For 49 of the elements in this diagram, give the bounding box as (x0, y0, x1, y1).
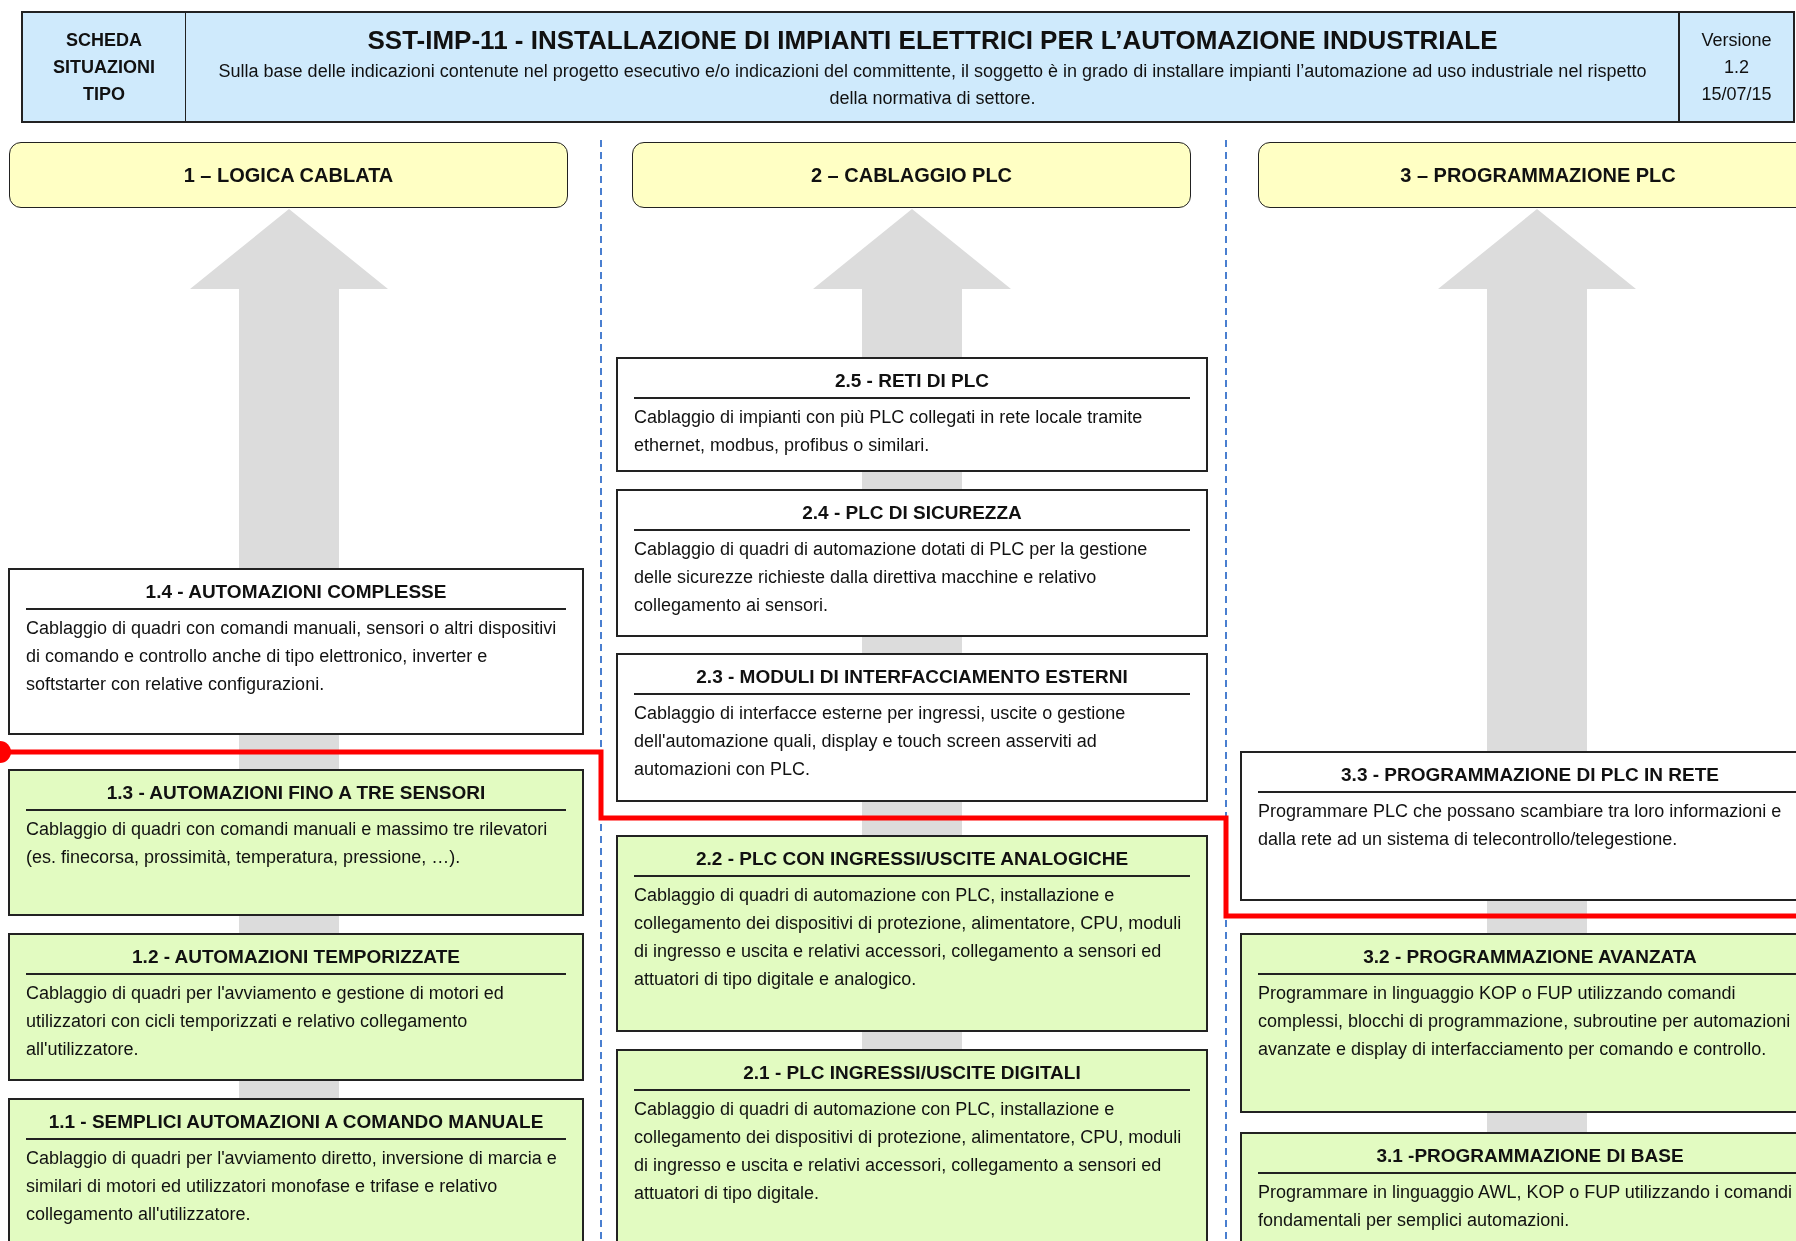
level-title: 1.4 - AUTOMAZIONI COMPLESSE (26, 578, 566, 610)
sheet-title: SST-IMP-11 - INSTALLAZIONE DI IMPIANTI ELETTRICI PER L’AUTOMAZIONE INDUSTRIALE (367, 24, 1498, 57)
level-title: 3.3 - PROGRAMMAZIONE DI PLC IN RETE (1258, 761, 1796, 793)
level-box (616, 835, 1208, 1032)
level-title: 2.3 - MODULI DI INTERFACCIAMENTO ESTERNI (634, 663, 1190, 695)
column-header-box (632, 142, 1191, 208)
level-title: 3.2 - PROGRAMMAZIONE AVANZATA (1258, 943, 1796, 975)
column-title: 3 – PROGRAMMAZIONE PLC (1400, 163, 1676, 188)
column-header-box (9, 142, 568, 208)
level-box (616, 1049, 1208, 1241)
level-title: 2.1 - PLC INGRESSI/USCITE DIGITALI (634, 1059, 1190, 1091)
level-description: Cablaggio di quadri di automazione dotati di PLC per la gestione delle sicurezze richieste dalla direttiva macchine e relativo collegamento ai sensori. (634, 538, 1149, 617)
level-title: 1.1 - SEMPLICI AUTOMAZIONI A COMANDO MANUALE (26, 1108, 566, 1140)
level-description: Programmare PLC che possano scambiare tra loro informazioni e dalla rete ad un sistema di telecontrollo/telegestione. (1258, 800, 1783, 851)
level-box (8, 568, 584, 735)
header-cell (21, 11, 187, 123)
level-title: 1.2 - AUTOMAZIONI TEMPORIZZATE (26, 943, 566, 975)
level-box (8, 769, 584, 916)
level-description: Cablaggio di quadri di automazione con PLC, installazione e collegamento dei dispositivi di protezione, alimentatore, CPU, moduli di ingresso e uscita e relativi accessori, collegamento a sensori ed attuatori di tipo digitale. (634, 1098, 1183, 1205)
level-description: Cablaggio di quadri per l'avviamento diretto, inversione di marcia e similari di motori ed utilizzatori monofase e trifase e relativo collegamento all'utilizzatore. (26, 1147, 558, 1226)
header-title-cell (186, 11, 1679, 123)
level-description: Cablaggio di quadri con comandi manuali, sensori o altri dispositivi di comando e controllo anche di tipo elettronico, inverter e softstarter con relative configurazioni. (26, 617, 558, 696)
level-description: Cablaggio di interfacce esterne per ingressi, uscite o gestione dell'automazione quali, display e touch screen asserviti ad automazioni con PLC. (634, 702, 1127, 781)
header-cell (1678, 11, 1795, 123)
level-box (8, 933, 584, 1081)
level-box (1240, 751, 1796, 901)
level-box (616, 653, 1208, 802)
level-description: Cablaggio di quadri per l'avviamento e gestione di motori ed utilizzatori con cicli temporizzati e relativo collegamento all'utilizzatore. (26, 982, 505, 1061)
level-box (1240, 1132, 1796, 1241)
level-title: 2.4 - PLC DI SICUREZZA (634, 499, 1190, 531)
level-description: Cablaggio di quadri di automazione con PLC, installazione e collegamento dei dispositivi di protezione, alimentatore, CPU, moduli di ingresso e uscita e relativi accessori, collegamento a sensori ed attuatori di tipo digitale e analogico. (634, 884, 1183, 991)
level-box (616, 357, 1208, 472)
level-description: Cablaggio di impianti con più PLC collegati in rete locale tramite ethernet, modbus, profibus o similari. (634, 406, 1144, 457)
level-title: 1.3 - AUTOMAZIONI FINO A TRE SENSORI (26, 779, 566, 811)
level-box (1240, 933, 1796, 1113)
version-label: Versione 1.2 15/07/15 (1700, 28, 1773, 106)
column-title: 1 – LOGICA CABLATA (183, 163, 394, 188)
level-description: Programmare in linguaggio KOP o FUP utilizzando comandi complessi, blocchi di programmazione, subroutine per automazioni avanzate e display di interfacciamento per comando e controllo. (1258, 982, 1792, 1061)
sheet-type-label: SCHEDA SITUAZIONI TIPO (52, 28, 156, 106)
level-box (8, 1098, 584, 1241)
level-title: 3.1 -PROGRAMMAZIONE DI BASE (1258, 1142, 1796, 1174)
level-title: 2.2 - PLC CON INGRESSI/USCITE ANALOGICHE (634, 845, 1190, 877)
level-title: 2.5 - RETI DI PLC (634, 367, 1190, 399)
level-description: Programmare in linguaggio AWL, KOP o FUP utilizzando i comandi fondamentali per semplici automazioni. (1258, 1181, 1793, 1232)
column-header-box (1258, 142, 1796, 208)
column-title: 2 – CABLAGGIO PLC (810, 163, 1013, 188)
sheet-description: Sulla base delle indicazioni contenute nel progetto esecutivo e/o indicazioni del committente, il soggetto è in grado di installare impianti l’automazione ad uso industriale nel rispetto della normativa di settore. (217, 60, 1648, 110)
level-description: Cablaggio di quadri con comandi manuali e massimo tre rilevatori (es. finecorsa, prossimità, temperatura, pressione, …). (26, 818, 549, 869)
level-box (616, 489, 1208, 637)
